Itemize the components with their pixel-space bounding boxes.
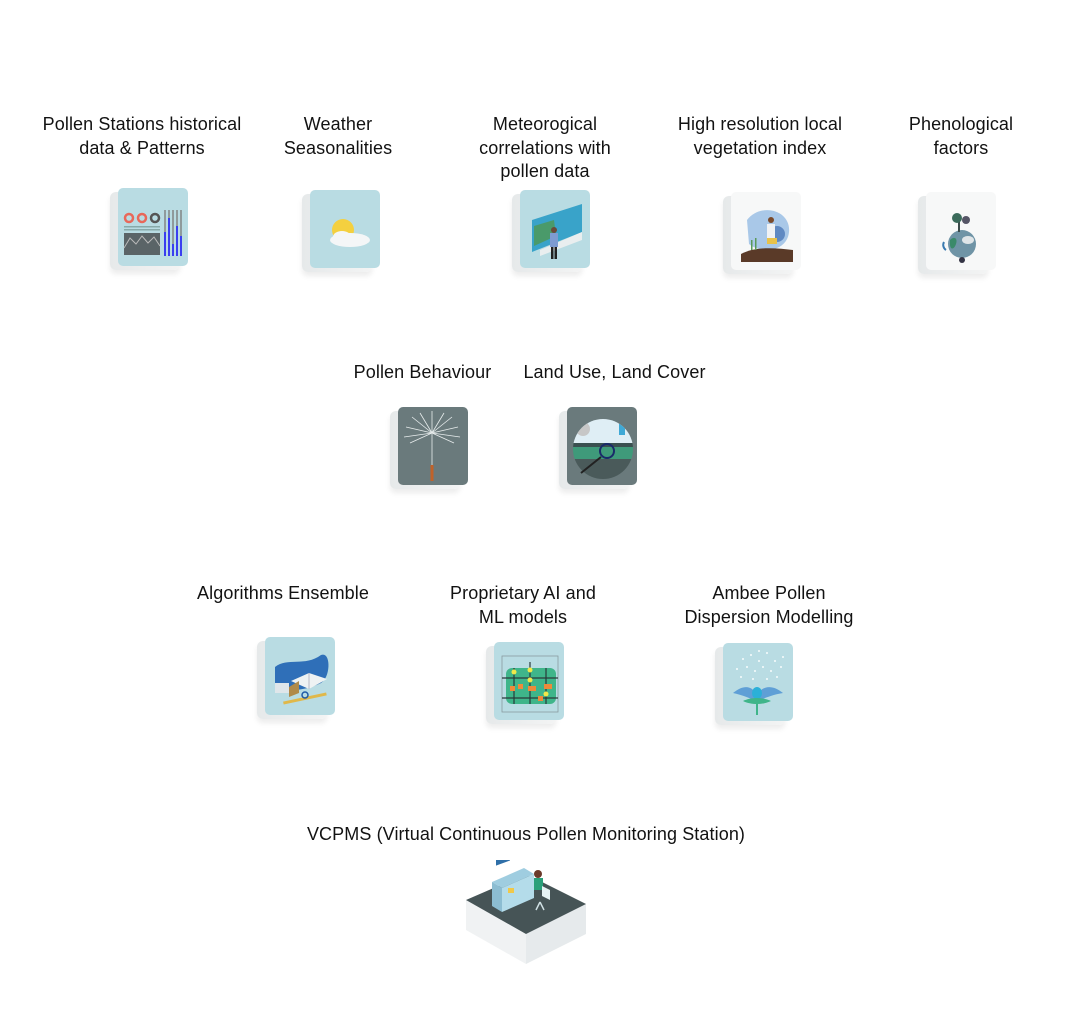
- label-line: factors: [933, 137, 989, 158]
- label-line: pollen data: [500, 161, 590, 181]
- label-vegetation-index: High resolution local vegetation index: [660, 113, 860, 160]
- label-line: Pollen Behaviour: [353, 362, 492, 382]
- label-line: Ambee Pollen: [712, 583, 826, 603]
- label-line: Pollen Stations historical: [42, 114, 242, 134]
- tile-pollen-behaviour: [390, 407, 468, 489]
- tile-phenological-factors: [918, 192, 996, 274]
- label-line: Seasonalities: [283, 137, 393, 158]
- vcpms-illustration: [462, 860, 592, 970]
- label-line: correlations with: [479, 137, 611, 158]
- label-line: VCPMS (Virtual Continuous Pollen Monitor…: [306, 824, 746, 844]
- magnifier-soil-icon: [567, 407, 637, 485]
- label-ai-ml-models: Proprietary AI and ML models: [428, 582, 618, 629]
- label-land-use: Land Use, Land Cover: [512, 361, 717, 385]
- tile-ai-ml-models: [486, 642, 564, 724]
- label-meteorological-correlations: Meteorogical correlations with pollen da…: [455, 113, 635, 184]
- globe-trees-icon: [926, 192, 996, 270]
- label-line: Proprietary AI and: [450, 583, 596, 603]
- label-weather-seasonalities: Weather Seasonalities: [268, 113, 408, 160]
- label-line: Algorithms Ensemble: [197, 583, 369, 603]
- label-line: High resolution local: [677, 114, 843, 134]
- label-pollen-behaviour: Pollen Behaviour: [340, 361, 505, 385]
- label-line: Meteorogical: [492, 114, 598, 134]
- label-line: data & Patterns: [79, 137, 205, 158]
- dashboard-chart-icon: [118, 188, 188, 266]
- tile-weather-seasonalities: [302, 190, 380, 272]
- monitoring-desk-icon: [466, 860, 586, 964]
- tile-vegetation-index: [723, 192, 801, 274]
- tile-land-use: [559, 407, 637, 489]
- sun-cloud-icon: [310, 190, 380, 268]
- dandelion-seed-icon: [398, 407, 468, 485]
- label-line: ML models: [478, 606, 568, 627]
- label-phenological-factors: Phenological factors: [891, 113, 1031, 160]
- label-vcpms: VCPMS (Virtual Continuous Pollen Monitor…: [270, 823, 782, 847]
- gardener-plant-icon: [731, 192, 801, 270]
- tile-dispersion-modelling: [715, 643, 793, 725]
- label-pollen-stations: Pollen Stations historical data & Patter…: [22, 113, 262, 160]
- blueprint-book-icon: [265, 637, 335, 715]
- flower-pollen-icon: [723, 643, 793, 721]
- label-line: Land Use, Land Cover: [523, 362, 706, 382]
- label-line: vegetation index: [693, 137, 827, 158]
- label-algorithms-ensemble: Algorithms Ensemble: [178, 582, 388, 606]
- label-dispersion-modelling: Ambee Pollen Dispersion Modelling: [664, 582, 874, 629]
- presenter-map-icon: [520, 190, 590, 268]
- label-line: Phenological: [908, 114, 1014, 134]
- tile-pollen-stations: [110, 188, 188, 270]
- tile-algorithms-ensemble: [257, 637, 335, 719]
- circuit-network-icon: [494, 642, 564, 720]
- label-line: Dispersion Modelling: [684, 606, 854, 627]
- label-line: Weather: [303, 114, 373, 134]
- tile-meteorological-correlations: [512, 190, 590, 272]
